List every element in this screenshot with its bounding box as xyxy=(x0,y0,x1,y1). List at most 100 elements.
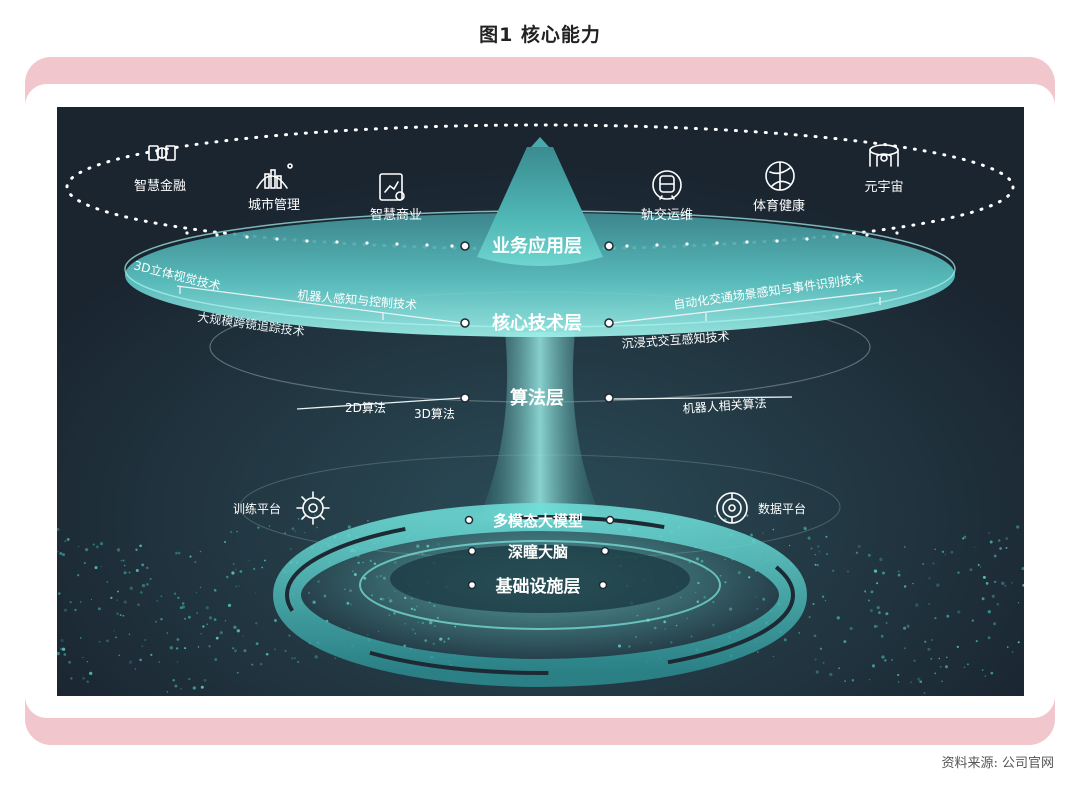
app-commerce-label: 智慧商业 xyxy=(370,207,422,223)
particle xyxy=(160,595,163,598)
particle xyxy=(192,686,196,690)
particle xyxy=(224,620,227,622)
particle xyxy=(146,566,149,570)
particle xyxy=(95,545,99,549)
particle xyxy=(993,580,997,584)
particle xyxy=(134,668,137,670)
particle xyxy=(304,531,306,534)
particle xyxy=(314,514,316,516)
particle xyxy=(64,540,67,543)
particle xyxy=(89,671,93,676)
particle xyxy=(884,659,887,662)
particle xyxy=(79,601,82,603)
particle xyxy=(100,565,103,568)
particle xyxy=(1017,641,1020,644)
particle xyxy=(274,648,276,651)
particle xyxy=(924,640,927,643)
particle xyxy=(255,642,259,646)
particle xyxy=(882,571,885,575)
particle xyxy=(203,678,207,682)
particle xyxy=(128,571,131,574)
particle xyxy=(200,685,204,689)
particle xyxy=(176,638,180,641)
particle xyxy=(289,548,292,551)
particle xyxy=(815,670,819,674)
particle xyxy=(86,660,89,663)
layer-foundation-model-label: 多模态大模型 xyxy=(493,512,583,530)
particle xyxy=(906,624,910,628)
particle xyxy=(316,526,318,529)
particle xyxy=(235,585,238,588)
particle xyxy=(94,566,98,570)
particle xyxy=(82,677,85,680)
particle xyxy=(1021,567,1024,570)
particle xyxy=(57,527,60,531)
particle xyxy=(788,544,791,547)
particle xyxy=(139,591,143,594)
particle xyxy=(188,677,191,681)
particle xyxy=(248,559,250,562)
particle xyxy=(950,550,954,554)
particle xyxy=(897,573,901,577)
particle xyxy=(115,636,117,639)
particle xyxy=(903,647,906,650)
particle xyxy=(999,547,1002,550)
particle xyxy=(253,567,256,570)
particle xyxy=(867,553,871,557)
particle xyxy=(238,585,240,587)
particle xyxy=(97,607,101,611)
particle xyxy=(981,597,985,601)
business-dots xyxy=(185,231,899,248)
particle xyxy=(239,570,243,573)
particle xyxy=(903,626,907,630)
particle xyxy=(873,569,878,573)
layer-core-tech-label: 核心技术层 xyxy=(492,312,582,334)
particle xyxy=(123,571,127,575)
particle xyxy=(903,546,906,548)
particle xyxy=(291,527,295,531)
particle xyxy=(928,577,931,580)
particle xyxy=(70,677,73,680)
particle xyxy=(973,546,976,549)
particle xyxy=(987,636,991,640)
particle xyxy=(144,639,147,641)
particle xyxy=(84,547,89,552)
particle xyxy=(208,645,211,648)
particle xyxy=(187,615,191,619)
particle xyxy=(876,605,880,610)
particle xyxy=(979,566,982,568)
particle xyxy=(938,657,941,660)
particle xyxy=(746,514,749,517)
algo-robot-label: 机器人相关算法 xyxy=(682,395,767,416)
particle xyxy=(173,592,177,595)
particle xyxy=(169,646,173,650)
particle xyxy=(962,537,965,540)
particle xyxy=(146,583,149,586)
layer-business-label: 业务应用层 xyxy=(492,235,582,257)
app-sports-label: 体育健康 xyxy=(753,198,805,214)
particle xyxy=(876,582,879,585)
particle xyxy=(261,566,264,569)
particle xyxy=(903,585,907,588)
particle xyxy=(997,539,1001,542)
particle xyxy=(175,647,179,650)
particle xyxy=(808,615,811,619)
particle xyxy=(981,669,984,671)
particle xyxy=(1010,581,1013,584)
particle xyxy=(106,580,109,584)
particle xyxy=(251,663,254,666)
particle xyxy=(206,623,209,626)
particle xyxy=(1004,584,1007,587)
particle xyxy=(158,661,161,663)
particle xyxy=(1016,525,1020,529)
particle xyxy=(123,564,126,567)
particle xyxy=(113,630,115,632)
particle xyxy=(77,545,80,548)
particle xyxy=(202,625,205,628)
particle xyxy=(226,575,229,579)
particle xyxy=(129,586,133,590)
particle xyxy=(79,637,82,639)
layer-markers xyxy=(460,241,615,590)
particle xyxy=(922,563,925,566)
particle xyxy=(857,544,861,548)
